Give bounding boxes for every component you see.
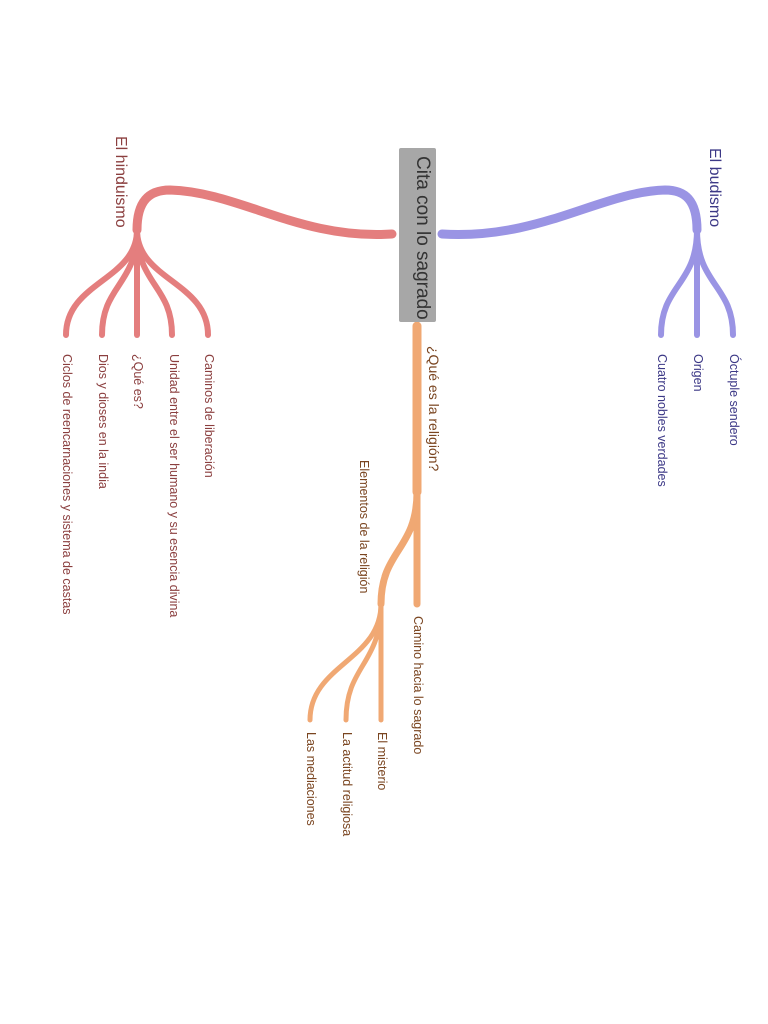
connector-root-budismo — [437, 185, 702, 240]
hinduismo-child-que-es[interactable]: ¿Qué es? — [131, 354, 145, 409]
connector-religion-elementos — [377, 488, 421, 608]
connector-budismo-cuatro — [658, 227, 700, 338]
root-label: Cita con lo sagrado — [412, 156, 433, 320]
elementos-child-actitud[interactable]: La actitud religiosa — [340, 732, 354, 837]
root-node[interactable] — [399, 148, 436, 322]
budismo-label[interactable]: El budismo — [706, 148, 723, 228]
connector-budismo-octuple — [694, 227, 736, 338]
elementos-child-misterio[interactable]: El misterio — [375, 732, 389, 791]
budismo-child-octuple[interactable]: Óctuple sendero — [727, 354, 741, 446]
religion-child-elementos[interactable]: Elementos de la religión — [357, 460, 371, 594]
hinduismo-child-caminos[interactable]: Caminos de liberación — [202, 354, 216, 478]
religion-child-camino[interactable]: Camino hacia lo sagrado — [411, 616, 425, 755]
budismo-child-cuatro[interactable]: Cuatro nobles verdades — [655, 354, 669, 487]
connector-elementos-mediaciones — [307, 601, 384, 723]
religion-label[interactable]: ¿Qué es la religión? — [426, 346, 442, 472]
connector-hinduismo-ciclos — [63, 227, 140, 338]
hinduismo-label[interactable]: El hinduismo — [112, 136, 129, 228]
connector-root-hinduismo — [132, 185, 397, 240]
elementos-child-mediaciones[interactable]: Las mediaciones — [304, 732, 318, 826]
budismo-child-origen[interactable]: Origen — [691, 354, 705, 392]
hinduismo-child-dios[interactable]: Dios y dioses en la india — [96, 354, 110, 489]
hinduismo-child-ciclos[interactable]: Ciclos de reencarnaciones y sistema de c… — [60, 354, 74, 615]
hinduismo-child-unidad[interactable]: Unidad entre el ser humano y su esencia … — [167, 354, 181, 618]
